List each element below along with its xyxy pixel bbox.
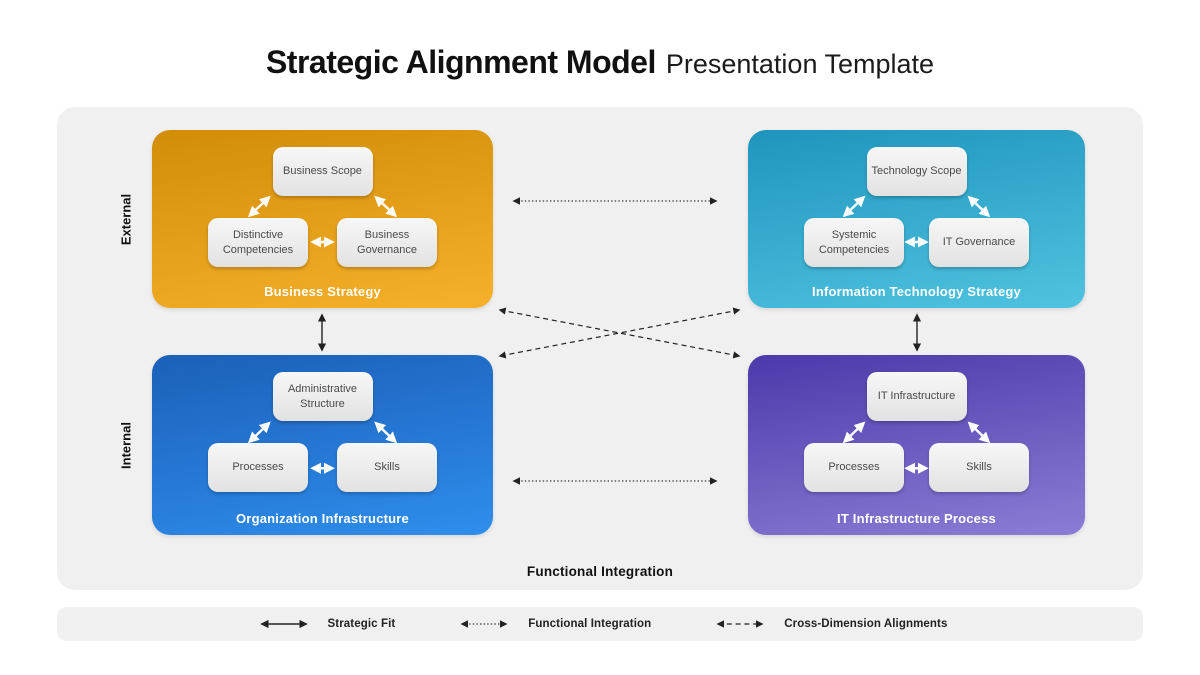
quadrant-business-strategy: Business Scope Distinctive Competencies …	[152, 130, 493, 308]
node-skills: Skills	[929, 443, 1029, 492]
quadrant-it-strategy: Technology Scope Systemic Competencies I…	[748, 130, 1085, 308]
quadrant-organization-infrastructure: Administrative Structure Processes Skill…	[152, 355, 493, 535]
solid-double-arrow-icon	[259, 619, 308, 629]
quadrant-it-infrastructure-process: IT Infrastructure Processes Skills IT In…	[748, 355, 1085, 535]
quadrant-title: Organization Infrastructure	[236, 511, 409, 526]
node-administrative-structure: Administrative Structure	[272, 372, 373, 421]
legend-label: Strategic Fit	[327, 618, 396, 630]
node-systemic-competencies: Systemic Competencies	[804, 218, 904, 267]
dashed-double-arrow-icon	[716, 620, 764, 628]
quadrant-title: Business Strategy	[264, 284, 381, 299]
double-arrow-icon	[374, 195, 398, 218]
node-skills: Skills	[337, 443, 437, 492]
legend-label: Functional Integration	[528, 618, 652, 630]
node-business-governance: Business Governance	[337, 218, 437, 267]
title-sub: Presentation Template	[665, 49, 935, 79]
legend-item-cross-dimension: Cross-Dimension Alignments	[709, 618, 947, 630]
axis-label-internal: Internal	[118, 422, 134, 469]
page-title: Strategic Alignment Model Presentation Te…	[0, 44, 1200, 81]
dotted-double-arrow-icon	[460, 620, 508, 628]
double-arrow-icon	[967, 195, 991, 218]
node-it-governance: IT Governance	[929, 218, 1029, 267]
double-arrow-icon	[247, 421, 271, 444]
legend-item-functional-integration: Functional Integration	[453, 618, 651, 630]
node-distinctive-competencies: Distinctive Competencies	[208, 218, 308, 267]
axis-label-functional-integration: Functional Integration	[526, 564, 674, 579]
quadrant-title: Information Technology Strategy	[812, 284, 1021, 299]
axis-label-external: External	[118, 193, 134, 246]
node-processes: Processes	[804, 443, 904, 492]
double-arrow-icon	[842, 421, 866, 444]
double-arrow-icon	[374, 421, 398, 444]
title-main: Strategic Alignment Model	[265, 44, 656, 80]
quadrant-title: IT Infrastructure Process	[837, 511, 996, 526]
legend-item-strategic-fit: Strategic Fit	[253, 618, 396, 630]
node-processes: Processes	[208, 443, 308, 492]
legend: Strategic Fit Functional Integration Cro…	[57, 607, 1143, 641]
node-technology-scope: Technology Scope	[866, 147, 967, 196]
double-arrow-icon	[842, 195, 866, 218]
double-arrow-icon	[247, 195, 271, 218]
node-business-scope: Business Scope	[272, 147, 373, 196]
node-it-infrastructure: IT Infrastructure	[866, 372, 967, 421]
legend-label: Cross-Dimension Alignments	[784, 618, 948, 630]
double-arrow-icon	[967, 421, 991, 444]
